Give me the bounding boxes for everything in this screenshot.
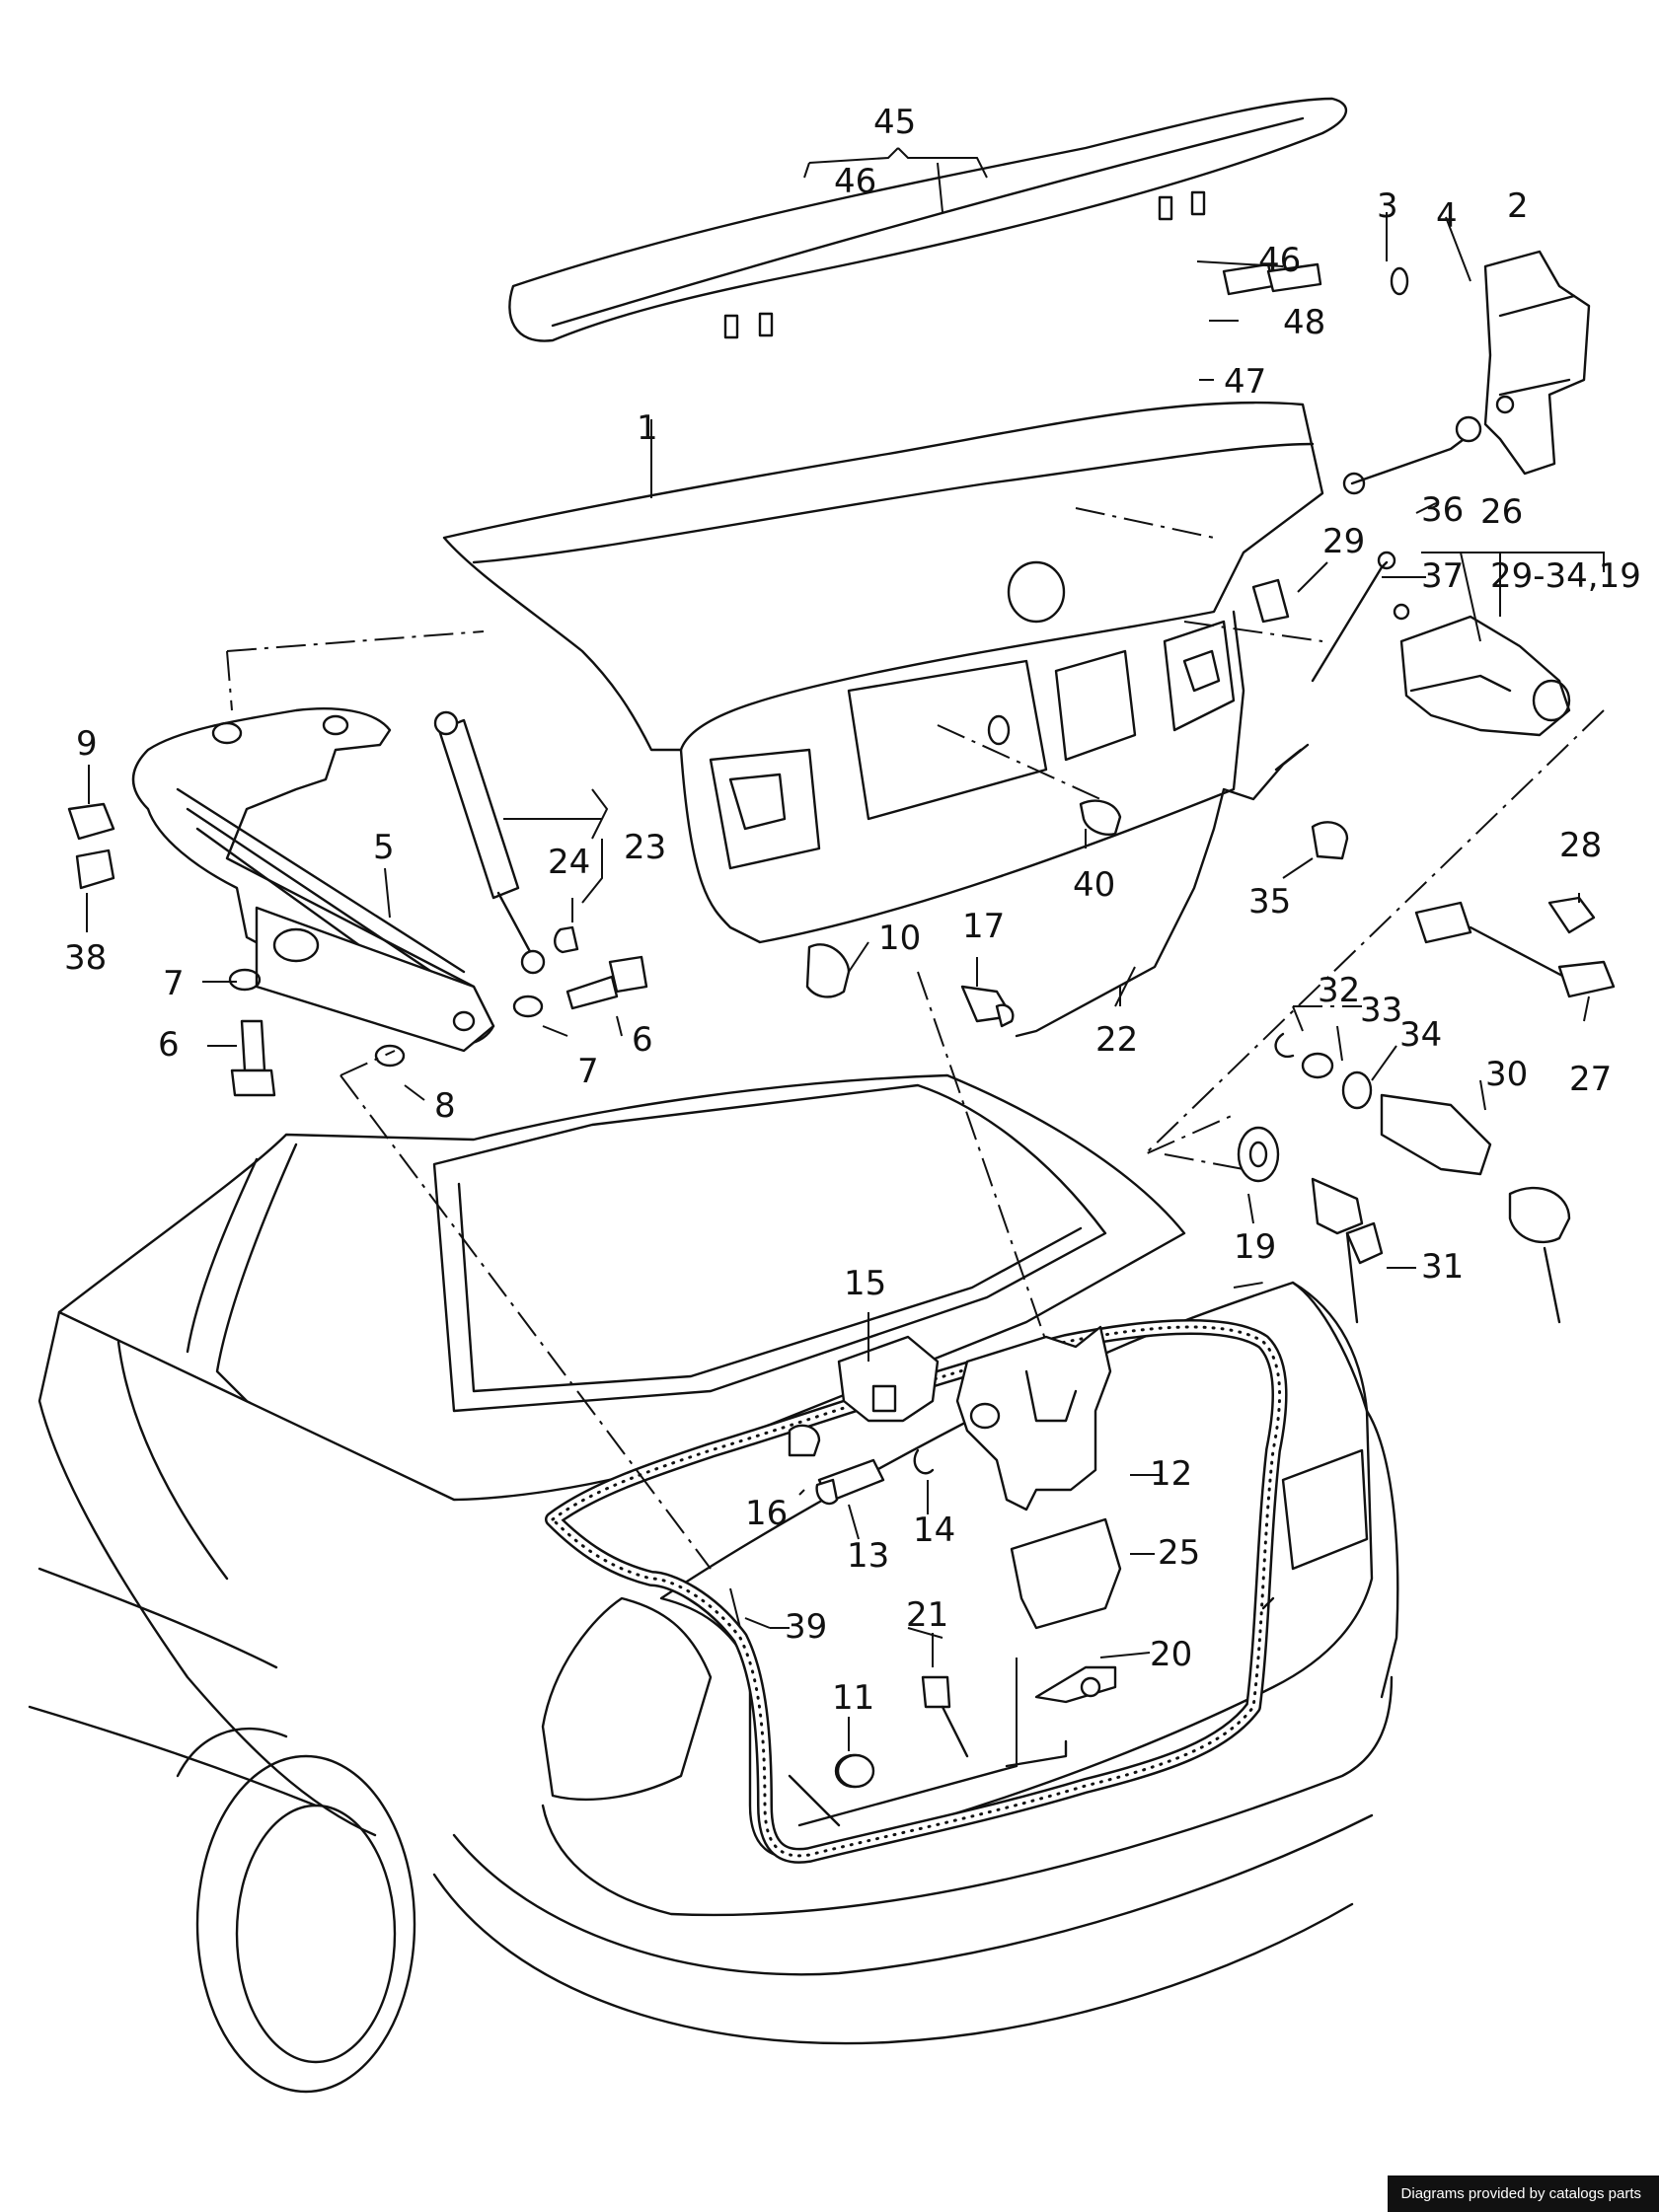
callout-9: 9 (76, 724, 98, 764)
hinge-assembly (131, 707, 495, 1053)
callout-35: 35 (1248, 882, 1291, 922)
callout-15: 15 (844, 1264, 886, 1303)
callout-22: 22 (1095, 1020, 1138, 1060)
callout-36: 36 (1421, 490, 1464, 530)
callout-32: 32 (1318, 971, 1360, 1010)
trunk-lid (231, 401, 1324, 944)
callout-29-34-19: 29-34,19 (1490, 556, 1641, 596)
callout-14: 14 (913, 1511, 955, 1550)
callout-12: 12 (1150, 1454, 1192, 1494)
callout-6-right: 6 (632, 1020, 653, 1060)
rear-spoiler (508, 97, 1348, 342)
callout-10: 10 (878, 919, 921, 958)
callout-4: 4 (1436, 196, 1458, 236)
callout-46: 46 (1258, 241, 1301, 280)
callout-6-left: 6 (158, 1025, 180, 1065)
callout-2: 2 (1507, 186, 1529, 226)
leader-lines (86, 212, 1605, 1751)
callout-7-left: 7 (163, 964, 185, 1003)
callout-33: 33 (1360, 991, 1402, 1030)
car-body (28, 1073, 1399, 2094)
callout-16: 16 (745, 1494, 788, 1533)
callout-46-top: 46 (834, 162, 876, 201)
callout-25: 25 (1158, 1533, 1200, 1573)
callout-39: 39 (785, 1607, 827, 1647)
callout-3: 3 (1377, 186, 1398, 226)
callout-26: 26 (1480, 492, 1523, 532)
callout-28: 28 (1559, 826, 1602, 865)
callout-48: 48 (1283, 303, 1325, 342)
callout-labels: 45 46 46 48 47 3 4 2 1 36 26 29 37 29-34… (64, 103, 1641, 1718)
callout-27: 27 (1569, 1060, 1612, 1099)
callout-21: 21 (906, 1595, 948, 1635)
callout-8: 8 (434, 1086, 456, 1126)
callout-29: 29 (1322, 522, 1365, 561)
phantom-lines (226, 507, 1605, 1570)
callout-7-right: 7 (577, 1052, 599, 1091)
callout-13: 13 (847, 1536, 889, 1576)
gas-strut (433, 710, 579, 975)
callout-40: 40 (1073, 865, 1115, 905)
callout-30: 30 (1485, 1055, 1528, 1094)
callout-23: 23 (624, 828, 666, 867)
callout-20: 20 (1150, 1635, 1192, 1674)
callout-5: 5 (373, 828, 395, 867)
callout-11: 11 (832, 1678, 874, 1718)
callout-34: 34 (1399, 1015, 1442, 1055)
callout-45: 45 (873, 103, 916, 142)
callout-17: 17 (962, 907, 1005, 946)
callout-38: 38 (64, 938, 107, 978)
lock-cylinder-parts (1222, 250, 1616, 1324)
credit-footer: Diagrams provided by catalogs parts (1387, 2175, 1659, 2212)
callout-19: 19 (1234, 1227, 1276, 1267)
small-parts (67, 743, 1349, 1789)
callout-37: 37 (1421, 556, 1464, 596)
callout-1: 1 (637, 408, 658, 448)
callout-47: 47 (1224, 362, 1266, 402)
callout-24: 24 (548, 843, 590, 882)
callout-31: 31 (1421, 1247, 1464, 1287)
